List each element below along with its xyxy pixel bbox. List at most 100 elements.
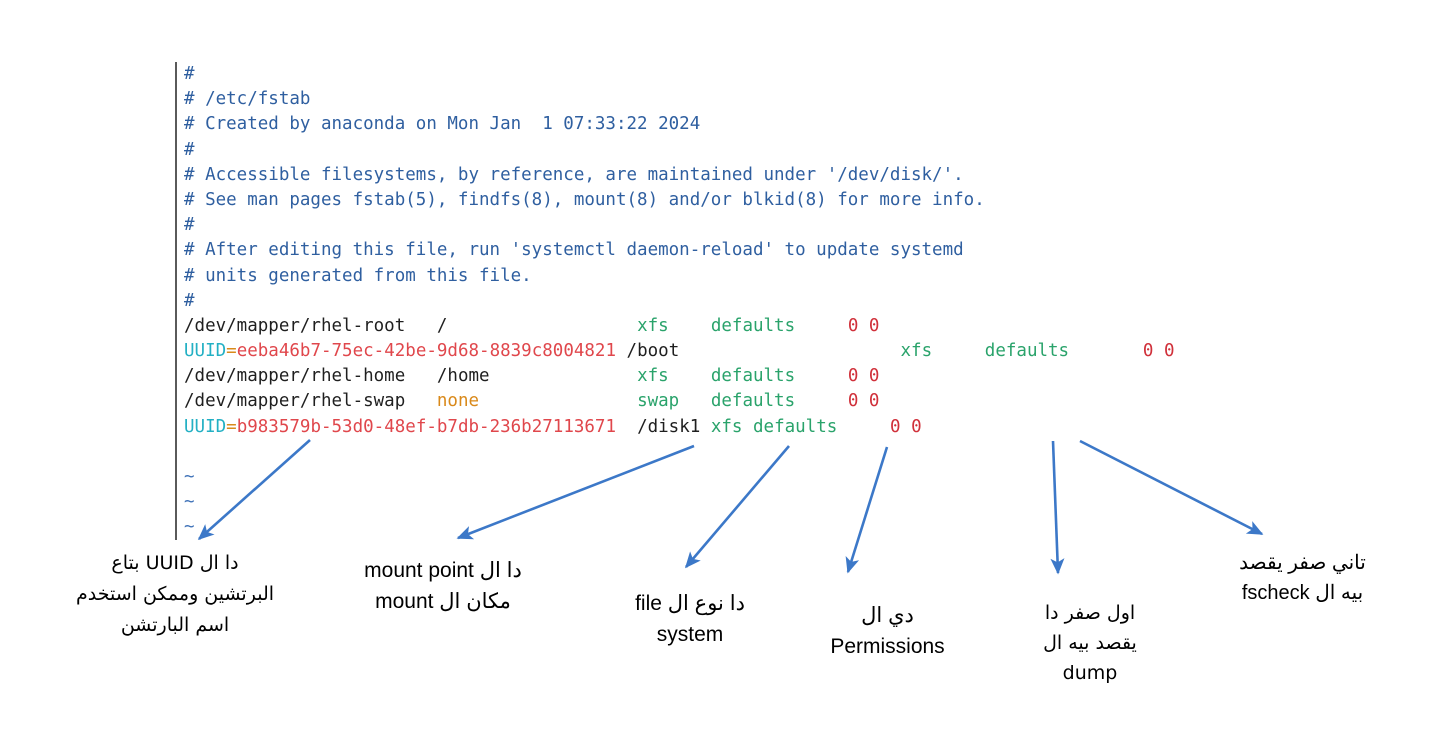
dump-value: 0 [847,391,859,412]
comment-text: # [184,290,195,311]
spacer [405,366,437,386]
spacer [479,391,637,411]
spacer [795,316,848,336]
comment-line: # [184,289,1175,314]
spacer [616,417,637,437]
empty-line-marker: ~ [184,490,1175,515]
spacer [901,417,912,437]
mount-options: defaults [753,416,838,437]
spacer [858,366,869,386]
filesystem-type: xfs [637,366,669,387]
fstab-entry-line[interactable]: UUID=b983579b-53d0-48ef-b7db-236b2711367… [184,415,1175,440]
tilde-icon: ~ [184,492,195,513]
mountpoint: /disk1 [637,416,701,437]
device-path: /dev/mapper/rhel-root [184,315,406,336]
spacer [795,391,848,411]
mountpoint: / [436,315,448,336]
annotation-uuid-line-1: دا ال UUID بتاع [111,552,239,574]
annotation-fscheck: تاني صفر يقصد بيه ال fscheck [1185,548,1420,608]
annotation-dump: اول صفر دا يقصد بيه ال dump [990,598,1190,688]
spacer [679,391,711,411]
filesystem-type: xfs [710,416,743,437]
blank-line [184,440,1175,465]
spacer [490,366,638,386]
spacer [742,417,753,437]
comment-line: # Accessible filesystems, by reference, … [184,163,1175,188]
fsck-value: 0 [868,391,880,412]
spacer [669,366,711,386]
editor-left-border [175,62,177,540]
uuid-key: UUID [184,341,227,362]
fstab-entry-line[interactable]: UUID=eeba46b7-75ec-42be-9d68-8839c800482… [184,339,1175,364]
comment-line: # [184,213,1175,238]
comment-text: # Created by anaconda on Mon Jan 1 07:33… [184,114,701,135]
mountpoint: /boot [626,341,680,362]
spacer [932,341,985,361]
spacer [700,417,711,437]
mountpoint: none [436,391,480,412]
spacer [447,316,637,336]
spacer [795,366,848,386]
comment-text: # After editing this file, run 'systemct… [184,240,964,261]
annotation-dump-line-3: dump [1062,662,1118,684]
mount-options: defaults [710,366,796,387]
spacer [837,417,890,437]
spacer [858,391,869,411]
annotation-uuid-line-3: اسم البارتشن [120,614,230,636]
spacer [669,316,711,336]
tilde-icon: ~ [184,517,195,538]
annotation-perms-line-2: Permissions [830,635,945,658]
dump-value: 0 [847,315,859,336]
dump-value: 0 [847,366,859,387]
annotation-uuid-line-2: البرتشين وممكن استخدم [75,583,275,605]
uuid-equals: = [226,416,237,437]
annotation-filesystem-type: دا نوع ال file system [600,588,780,650]
comment-line: # /etc/fstab [184,87,1175,112]
vim-editor-pane[interactable]: # # /etc/fstab # Created by anaconda on Mo… [175,62,1415,540]
fstab-entry-line[interactable]: /dev/mapper/rhel-root / xfs defaults 0 0 [184,314,1175,339]
filesystem-type: xfs [637,315,669,336]
comment-text: # /etc/fstab [184,89,311,110]
annotation-dump-line-1: اول صفر دا [1044,602,1136,624]
fstab-code-block[interactable]: # # /etc/fstab # Created by anaconda on Mo… [184,62,1175,541]
filesystem-type: xfs [900,341,933,362]
empty-line-marker: ~ [184,515,1175,540]
spacer [1069,341,1143,361]
comment-text: # See man pages fstab(5), findfs(8), mou… [184,189,985,210]
empty-line-marker: ~ [184,465,1175,490]
comment-line: # units generated from this file. [184,264,1175,289]
annotation-fscheck-line-2: بيه ال fscheck [1241,582,1364,604]
comment-text: # units generated from this file. [184,265,532,286]
comment-text: # [184,139,195,160]
uuid-value: eeba46b7-75ec-42be-9d68-8839c8004821 [236,341,616,362]
mountpoint: /home [436,366,490,387]
annotation-uuid: دا ال UUID بتاع البرتشين وممكن استخدم اس… [40,548,310,641]
fstab-entry-line[interactable]: /dev/mapper/rhel-home /home xfs defaults… [184,364,1175,389]
annotation-mount-point: دا ال mount point مكان ال mount [318,555,568,617]
comment-line: # [184,138,1175,163]
comment-text: # [184,215,195,236]
fsck-value: 0 [1163,341,1175,362]
fsck-value: 0 [868,366,880,387]
device-path: /dev/mapper/rhel-swap [184,391,406,412]
comment-line: # After editing this file, run 'systemct… [184,238,1175,263]
annotation-fstype-line-1: دا نوع ال file [635,592,745,615]
comment-text: # [184,64,195,84]
annotation-mount-line-1: دا ال mount point [364,559,522,582]
annotation-mount-line-2: مكان ال mount [375,590,511,613]
device-path: /dev/mapper/rhel-home [184,366,406,387]
uuid-equals: = [226,341,237,362]
mount-options: defaults [710,391,796,412]
annotation-perms-line-1: دي ال [861,604,914,627]
fsck-value: 0 [868,315,880,336]
annotation-permissions: دي ال Permissions [785,600,990,662]
spacer [1153,341,1164,361]
annotation-fstype-line-2: system [656,623,724,646]
spacer [405,391,437,411]
mount-options: defaults [710,315,796,336]
spacer [616,341,627,361]
fstab-entry-line[interactable]: /dev/mapper/rhel-swap none swap defaults… [184,389,1175,414]
spacer [405,316,437,336]
comment-text: # Accessible filesystems, by reference, … [184,164,964,185]
mount-options: defaults [984,341,1070,362]
